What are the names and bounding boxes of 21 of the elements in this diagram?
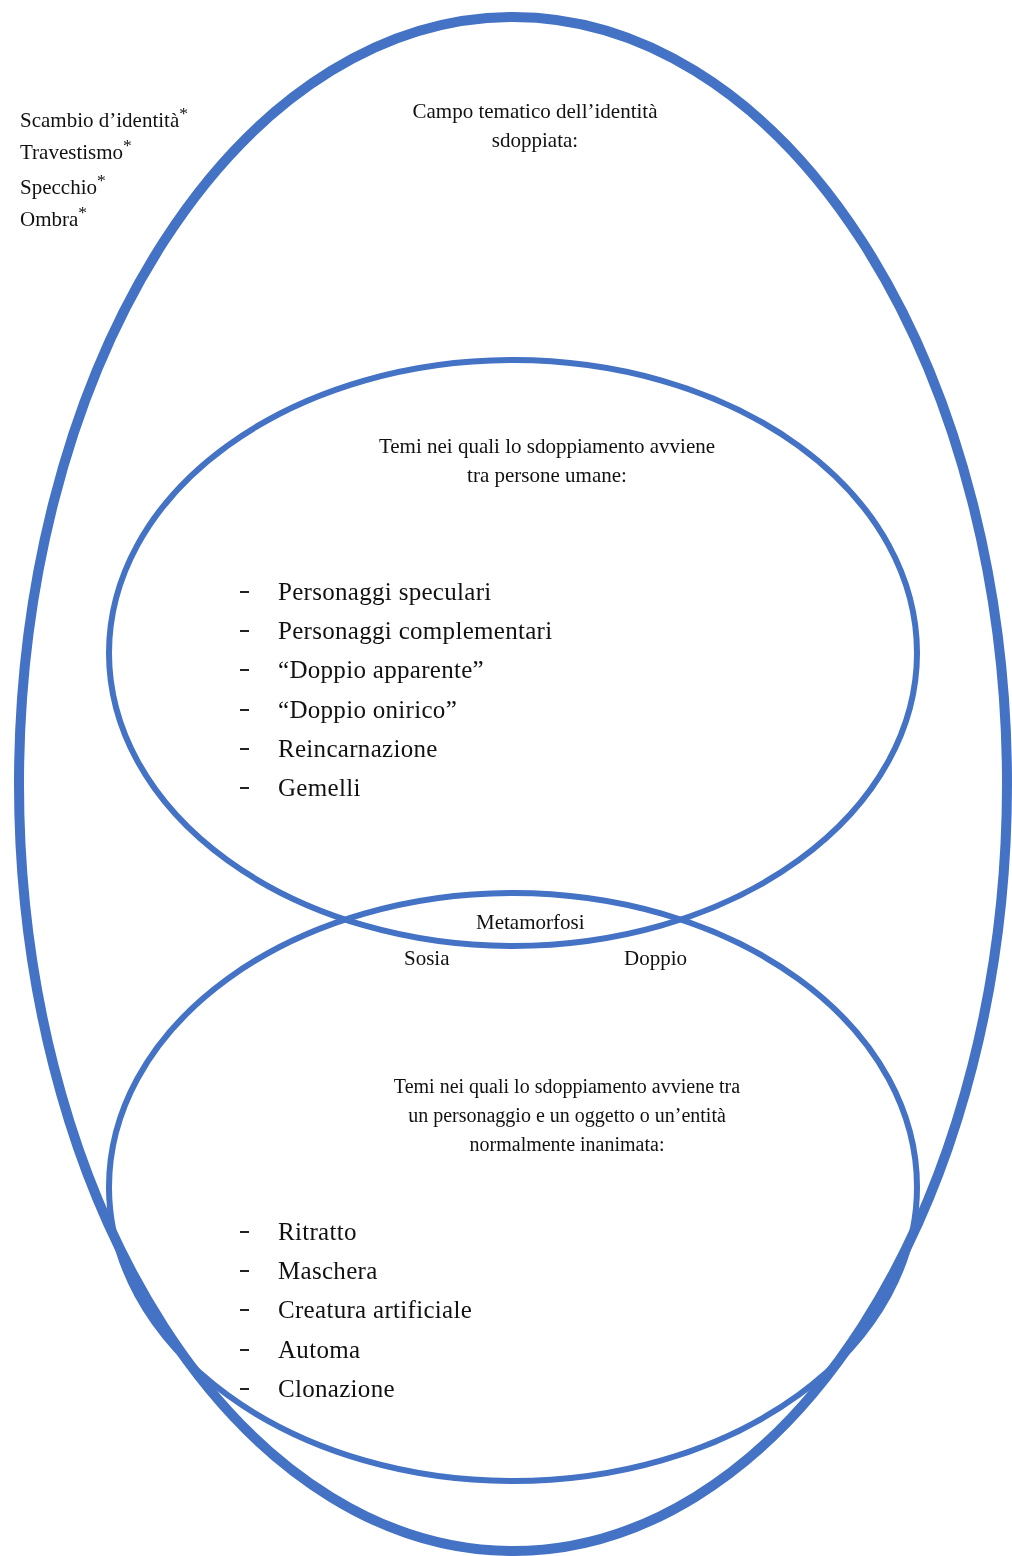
list-item: “Doppio onirico” bbox=[278, 695, 458, 724]
ellipse-heading: Campo tematico dell’identità sdoppiata: bbox=[411, 98, 659, 154]
list-item: Clonazione bbox=[278, 1374, 395, 1403]
list-item: Ritratto bbox=[278, 1217, 357, 1246]
theme-label: Scambio d’identità$^{*}$ bbox=[20, 103, 188, 133]
list-item: Automa bbox=[278, 1335, 361, 1364]
list-item: Creatura artificiale bbox=[278, 1296, 473, 1325]
list-item: Personaggi complementari bbox=[278, 616, 553, 645]
list-item: Gemelli bbox=[278, 774, 361, 803]
list-item: “Doppio apparente” bbox=[278, 656, 484, 685]
theme-label: Travestismo$^{*}$ bbox=[20, 135, 132, 165]
overlap-label: Metamorfosi bbox=[476, 910, 585, 935]
list-item: Reincarnazione bbox=[278, 734, 438, 763]
theme-label: Specchio$^{*}$ bbox=[20, 170, 106, 200]
overlap-label: Doppio bbox=[624, 946, 687, 971]
theme-label: Ombra$^{*}$ bbox=[20, 202, 88, 232]
overlap-label: Sosia bbox=[404, 946, 450, 971]
list-item: Personaggi speculari bbox=[278, 577, 492, 606]
list-item: Maschera bbox=[278, 1256, 378, 1285]
ellipse-heading: Temi nei quali lo sdoppiamento avviene tra un personaggio e un oggetto o un’entità normalmente inanimata: bbox=[392, 1074, 742, 1157]
ellipse-heading: Temi nei quali lo sdoppiamento avviene tra persone umane: bbox=[377, 433, 717, 489]
